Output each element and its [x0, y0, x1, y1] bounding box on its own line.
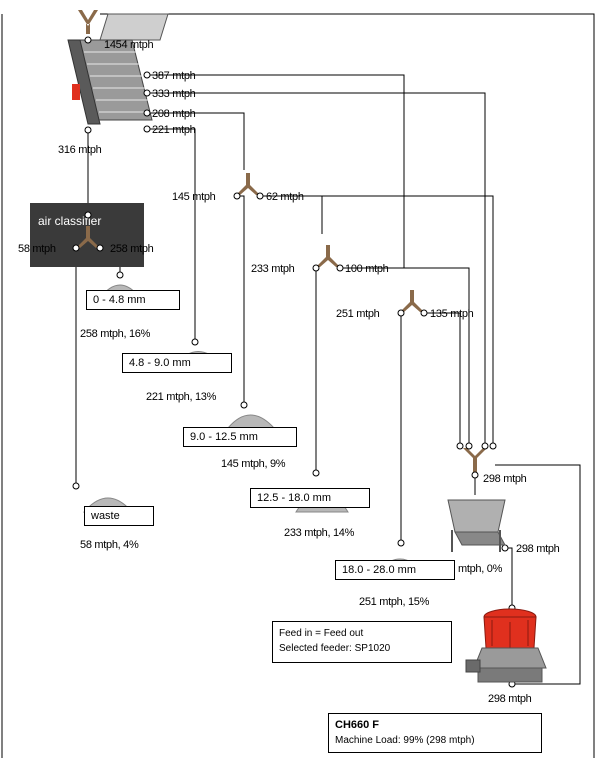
line-333	[147, 92, 486, 446]
flow-62: 62 mtph	[266, 191, 304, 203]
product-box-2[interactable]: 9.0 - 12.5 mm	[183, 427, 297, 447]
line-feeder-out	[505, 547, 513, 608]
feeder-info-line2: Selected feeder: SP1020	[279, 643, 391, 654]
cone-crusher	[465, 608, 547, 683]
merger	[463, 448, 487, 472]
product-range-1: 4.8 - 9.0 mm	[129, 357, 191, 369]
product-box-1[interactable]: 4.8 - 9.0 mm	[122, 353, 232, 373]
vibrating-screen	[67, 13, 169, 125]
splitter-c	[400, 290, 424, 312]
feeder-info-line1: Feed in = Feed out	[279, 628, 364, 639]
crusher-info-box[interactable]: CH660 F Machine Load: 99% (298 mtph)	[328, 713, 542, 753]
flow-crusher-out: 298 mtph	[488, 693, 532, 705]
flow-100: 100 mtph	[345, 263, 389, 275]
flow-135: 135 mtph	[430, 308, 474, 320]
line-100	[340, 267, 470, 446]
line-387	[147, 74, 405, 268]
feeder	[447, 499, 506, 552]
flow-233: 233 mtph	[251, 263, 295, 275]
product-range-4: 18.0 - 28.0 mm	[342, 564, 416, 576]
product-rate-5: 58 mtph, 4%	[80, 539, 139, 551]
line-145	[237, 195, 245, 405]
flow-208: 208 mtph	[152, 108, 196, 120]
conveyor-lines	[75, 74, 581, 685]
product-rate-4: 251 mtph, 15%	[359, 596, 430, 608]
splitter-a	[236, 173, 260, 195]
product-box-4[interactable]: 18.0 - 28.0 mm	[335, 560, 455, 580]
screen-motor	[72, 84, 80, 100]
product-rate-0: 258 mtph, 16%	[80, 328, 151, 340]
product-range-3: 12.5 - 18.0 mm	[257, 492, 331, 504]
feeder-info-box[interactable]: Feed in = Feed out Selected feeder: SP10…	[272, 621, 452, 663]
flow-316: 316 mtph	[58, 144, 102, 156]
flow-251: 251 mtph	[336, 308, 380, 320]
splitters	[76, 10, 487, 472]
air-classifier-label: air classifier	[38, 214, 101, 228]
product-range-2: 9.0 - 12.5 mm	[190, 431, 258, 443]
flow-feeder-out: 298 mtph	[516, 543, 560, 555]
flow-145: 145 mtph	[172, 191, 216, 203]
line-135	[424, 312, 461, 446]
flow-221: 221 mtph	[152, 124, 196, 136]
line-208	[147, 112, 245, 170]
flow-partial-pile: mtph, 0%	[458, 563, 503, 575]
flow-258: 258 mtph	[110, 243, 154, 255]
flow-merge-out: 298 mtph	[483, 473, 527, 485]
line-221	[147, 128, 196, 342]
splitter-b	[316, 245, 340, 267]
line-crusher-return	[495, 464, 581, 685]
flow-333: 333 mtph	[152, 88, 196, 100]
product-box-3[interactable]: 12.5 - 18.0 mm	[250, 488, 370, 508]
product-box-5[interactable]: waste	[84, 506, 154, 526]
product-box-0[interactable]: 0 - 4.8 mm	[86, 290, 180, 310]
line-62-right	[322, 195, 494, 446]
frame-top-right	[100, 13, 595, 758]
crusher-model: CH660 F	[335, 719, 380, 731]
flow-58: 58 mtph	[18, 243, 56, 255]
flow-387: 387 mtph	[152, 70, 196, 82]
product-rate-3: 233 mtph, 14%	[284, 527, 355, 539]
splitter-feed	[78, 10, 98, 34]
product-range-5: waste	[91, 510, 120, 522]
crusher-load: Machine Load: 99% (298 mtph)	[335, 735, 475, 746]
flow-feed-top: 1454 mtph	[104, 39, 153, 51]
splitter-classifier	[76, 226, 100, 248]
connection-nodes	[72, 36, 516, 688]
product-rate-1: 221 mtph, 13%	[146, 391, 217, 403]
product-range-0: 0 - 4.8 mm	[93, 294, 146, 306]
product-rate-2: 145 mtph, 9%	[221, 458, 286, 470]
